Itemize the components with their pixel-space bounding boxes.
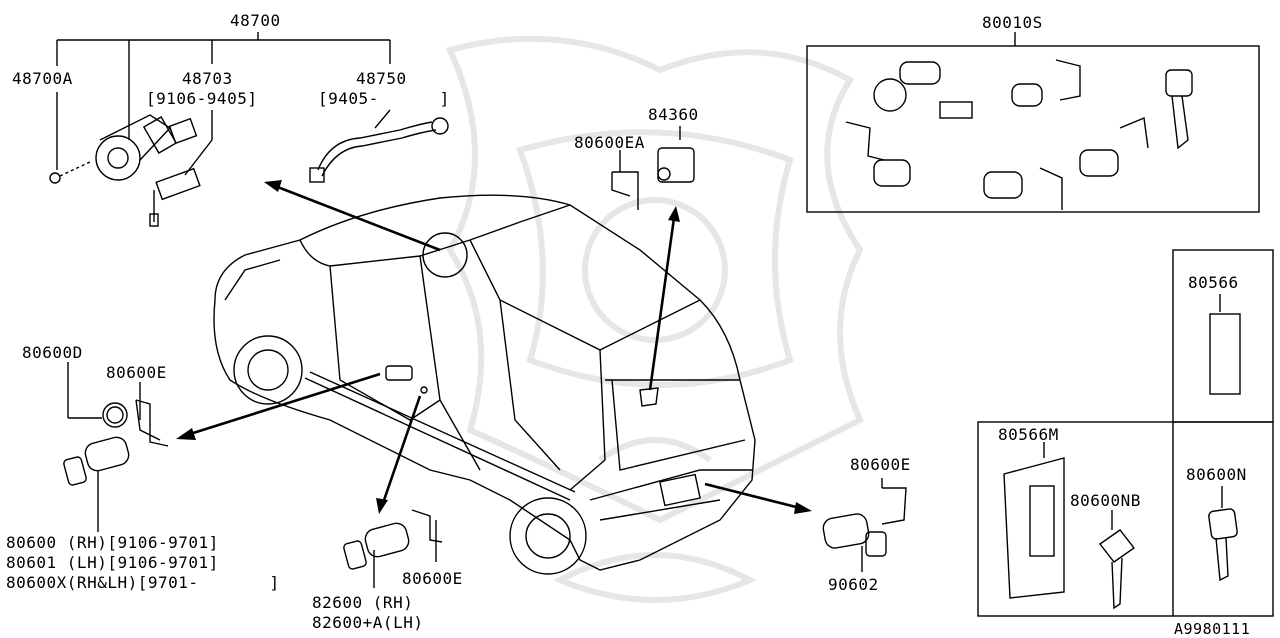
label-48700: 48700 — [230, 11, 281, 30]
label-82600-rh: 82600 (RH) — [312, 593, 414, 612]
label-80010S: 80010S — [982, 13, 1043, 32]
label-80600-rh: 80600 (RH)[9106-9701] — [6, 533, 219, 552]
label-80600EA: 80600EA — [574, 133, 645, 152]
label-80566M: 80566M — [998, 425, 1059, 444]
arrowheads — [176, 180, 812, 514]
arrows — [189, 184, 801, 510]
label-48750: 48750 — [356, 69, 407, 88]
label-48703-date: [9106-9405] — [146, 89, 258, 108]
label-90602: 90602 — [828, 575, 879, 594]
label-84360: 84360 — [648, 105, 699, 124]
label-80600D: 80600D — [22, 343, 83, 362]
label-80600N: 80600N — [1186, 465, 1247, 484]
reference-code: A9980111 — [1174, 620, 1251, 638]
label-48750-date: [9405- ] — [318, 89, 450, 108]
label-48700A: 48700A — [12, 69, 73, 88]
linework — [56, 32, 1274, 617]
label-80600NB: 80600NB — [1070, 491, 1141, 510]
component-sketches — [49, 59, 1241, 610]
van-illustration — [213, 194, 756, 575]
label-80600E-left: 80600E — [106, 363, 167, 382]
label-48703: 48703 — [182, 69, 233, 88]
label-80600E-mid: 80600E — [402, 569, 463, 588]
label-82600A-lh: 82600+A(LH) — [312, 613, 424, 632]
label-80601-lh: 80601 (LH)[9106-9701] — [6, 553, 219, 572]
label-80600E-right: 80600E — [850, 455, 911, 474]
label-80600X: 80600X(RH&LH)[9701- ] — [6, 573, 280, 592]
watermark-emblem — [445, 35, 864, 603]
label-80566: 80566 — [1188, 273, 1239, 292]
